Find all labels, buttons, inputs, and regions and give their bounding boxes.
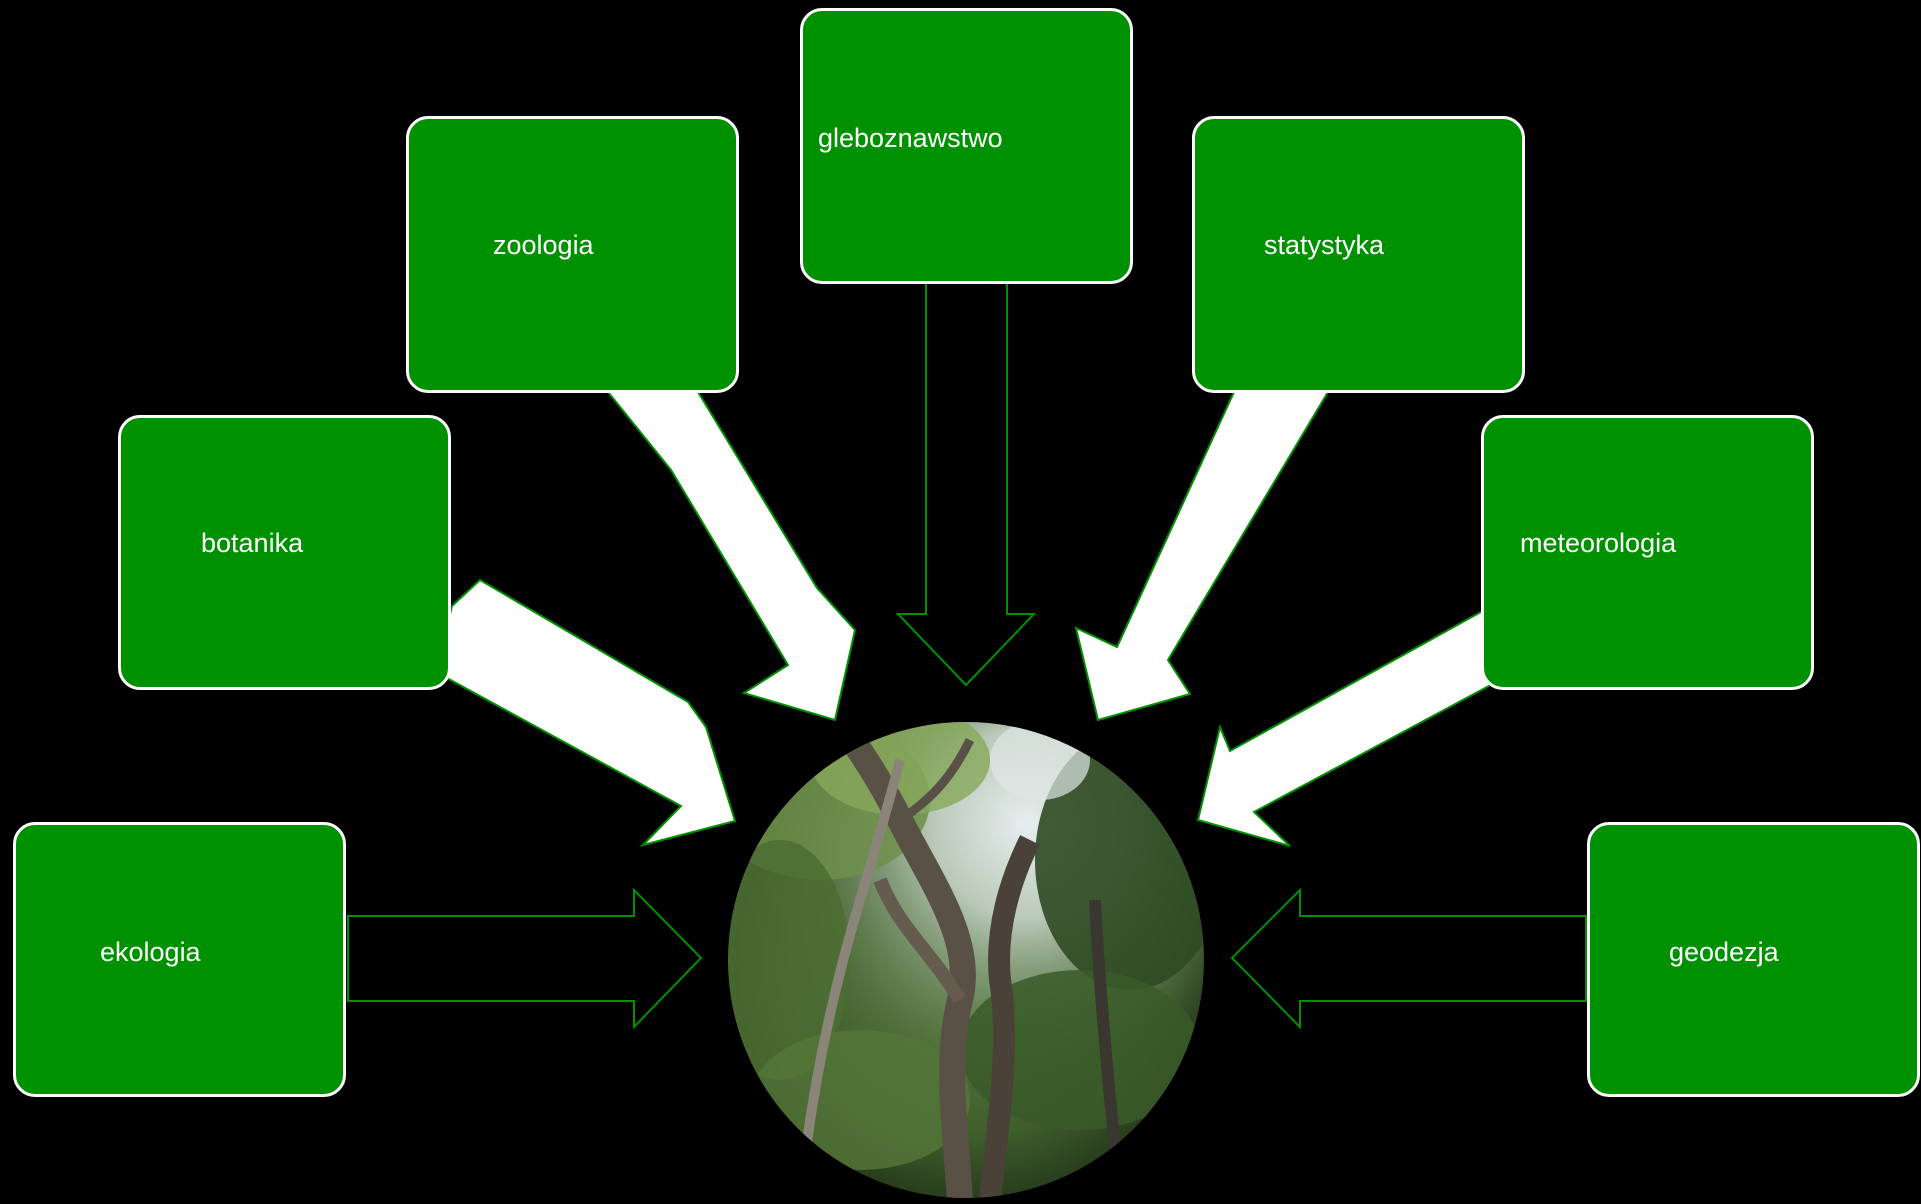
box-gleboznawstwo: gleboznawstwo xyxy=(800,8,1133,284)
label-geodezja: geodezja xyxy=(1669,937,1779,967)
arrow-botanika xyxy=(434,578,737,847)
box-zoologia: zoologia xyxy=(406,116,739,393)
arrow-ekologia xyxy=(347,887,703,1030)
forest-photo-circle xyxy=(728,722,1204,1198)
arrow-gleboznawstwo xyxy=(895,282,1037,687)
box-ekologia: ekologia xyxy=(13,822,346,1097)
arrow-zoologia xyxy=(605,391,857,722)
arrow-statystyka xyxy=(1074,391,1330,722)
label-gleboznawstwo: gleboznawstwo xyxy=(818,123,1003,153)
box-meteorologia: meteorologia xyxy=(1481,415,1814,690)
arrow-meteorologia xyxy=(1196,606,1502,847)
label-statystyka: statystyka xyxy=(1264,230,1385,260)
arrow-geodezja xyxy=(1230,887,1587,1030)
box-botanika: botanika xyxy=(118,415,451,690)
box-statystyka: statystyka xyxy=(1192,116,1525,393)
label-zoologia: zoologia xyxy=(493,230,594,260)
label-ekologia: ekologia xyxy=(100,937,201,967)
box-geodezja: geodezja xyxy=(1587,822,1920,1097)
label-botanika: botanika xyxy=(201,528,304,558)
label-meteorologia: meteorologia xyxy=(1520,528,1677,558)
